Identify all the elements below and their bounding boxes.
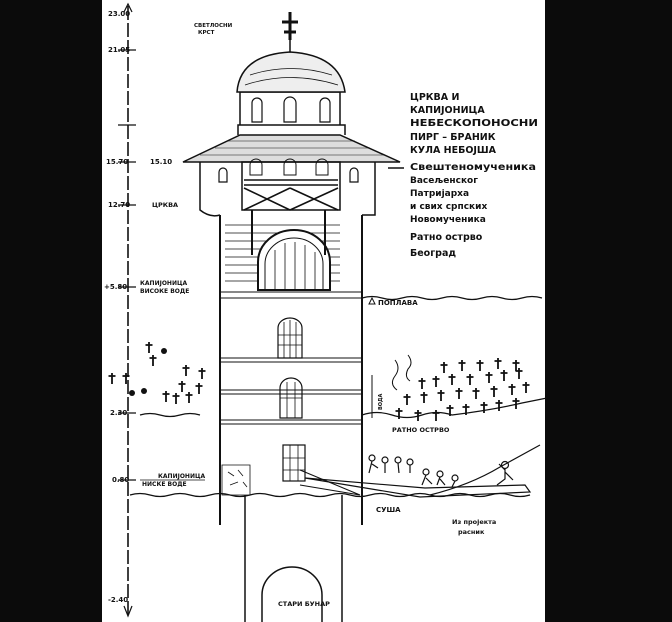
grave-cross-icon [512,360,520,371]
light-cross-label: СВЕТЛОСНИ [194,23,233,29]
grave-cross-icon [149,355,157,366]
grave-cross-icon [178,381,186,392]
grave-cross-icon [122,373,130,384]
grave-dot-icon [161,348,167,354]
author-label: Из пројекта [452,518,496,526]
grave-cross-icon [195,383,203,394]
level-0-80: 0.80 [112,476,129,484]
grave-cross-icon [462,404,470,415]
grave-cross-icon [455,388,463,399]
grave-cross-icon [432,376,440,387]
dedication-line: Васељенског [410,176,478,186]
grave-cross-icon [182,365,190,376]
tower [219,215,363,622]
church-label: ЦРКВА [152,201,178,209]
title-line: НЕБЕСКОПОНОСНИ [410,118,538,129]
grave-cross-icon [485,372,493,383]
old-well-label: СТАРИ БУНАР [278,600,330,608]
level-12-70: 12.70 [108,201,130,209]
roof-level-label: 15.10 [150,158,172,166]
grave-cross-icon [395,408,403,419]
grave-cross-icon [494,358,502,369]
grave-cross-icon [198,368,206,379]
grave-cross-icon [458,360,466,371]
grave-cross-icon [522,382,530,393]
grave-cross-icon [420,392,428,403]
grave-cross-icon [185,392,193,403]
flood-triangle-icon [368,296,376,305]
drawing-paper [102,0,545,622]
grave-cross-icon [162,391,170,402]
grave-cross-icon [145,342,153,353]
grave-cross-icon [437,390,445,401]
grave-dot-icon [129,390,135,396]
title-line: КУЛА НЕБОЈША [410,145,497,156]
title-block: ЦРКВА И КАПИЈОНИЦА НЕБЕСКОПОНОСНИ ПИРГ –… [388,92,538,259]
title-line: ЦРКВА И [410,92,459,103]
boat-scene [304,454,532,498]
grave-cross-icon [440,362,448,373]
high-water-label: КАПИЈОНИЦА [140,280,188,287]
author-label-2: расник [458,528,485,536]
place-line: Ратно острво [410,232,483,243]
grave-cross-icon [108,373,116,384]
level-2-30: 2.30 [110,409,127,417]
dedication-line: Свештеномученика [410,162,536,173]
high-water-label-2: ВИСОКЕ ВОДЕ [140,288,189,295]
drought-label: СУША [376,506,401,514]
grave-cross-icon [508,384,516,395]
flood-label: ПОПЛАВА [378,299,418,307]
level-5-80: +5.80 [104,283,127,291]
light-cross-label-2: КРСТ [198,30,215,36]
grave-cross-icon [446,405,454,416]
grave-cross-icon [476,360,484,371]
grave-cross-icon [448,374,456,385]
grave-cross-icon [432,410,440,421]
height-scale [118,2,136,618]
water-levels [129,295,548,498]
grave-cross-icon [466,374,474,385]
grave-cross-icon [172,393,180,404]
level-minus-2-40: -2.40 [108,596,128,604]
grave-cross-icon [500,370,508,381]
grave-cross-icon [480,402,488,413]
church [182,12,401,255]
low-water-label-2: НИСКЕ ВОДЕ [142,481,187,488]
grave-dot-icon [141,388,147,394]
grave-cross-icon [418,378,426,389]
level-23: 23.00 [108,10,130,18]
title-line: ПИРГ – БРАНИК [410,132,496,143]
war-island-label: РАТНО ОСТРВО [392,426,450,434]
grave-cross-icon [414,410,422,421]
grave-cross-icon [403,394,411,405]
low-water-label: КАПИЈОНИЦА [158,473,206,480]
grave-cross-icon [490,386,498,397]
title-line: КАПИЈОНИЦА [410,105,485,116]
left-graves [108,342,206,404]
grave-cross-icon [495,400,503,411]
dedication-line: Патријарха [410,188,469,199]
level-15-70: 15.70 [106,158,128,166]
place-line: Београд [410,248,456,259]
level-21: 21.05 [108,46,130,54]
level-marker-label: ВОДА [378,393,384,410]
grave-cross-icon [512,398,520,409]
dedication-line: и свих српских [410,202,487,212]
grave-cross-icon [472,388,480,399]
island-graves [395,358,530,421]
dedication-line: Новомученика [410,215,486,225]
